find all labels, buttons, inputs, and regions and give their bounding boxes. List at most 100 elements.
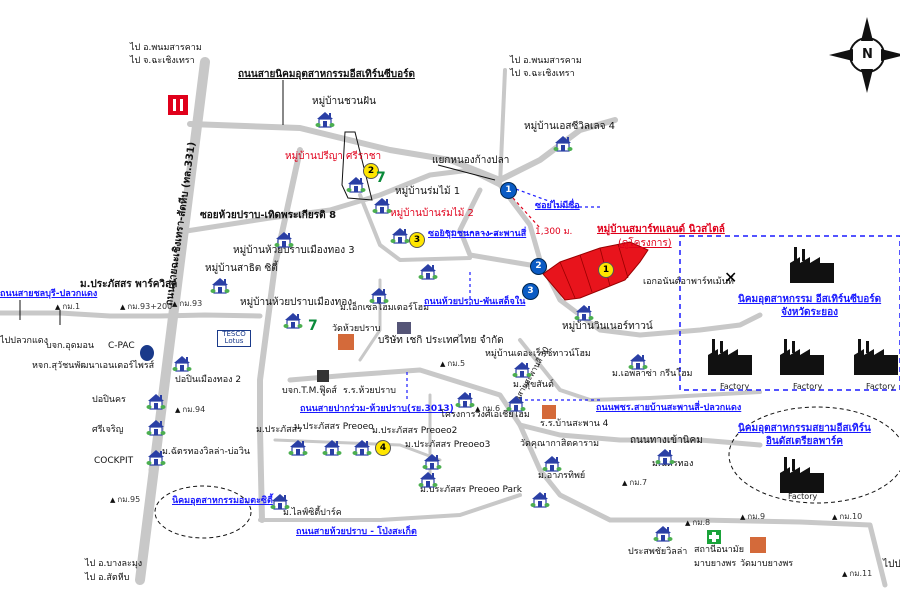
- label-pointer: [437, 164, 496, 181]
- yaek-nong-kang-pla-label: แยกหนองก้างปลา: [432, 155, 510, 166]
- factory-building-icon: [397, 322, 411, 334]
- seven-eleven-icon: 7: [376, 170, 386, 186]
- huai-prap-vertical-road: [257, 147, 303, 523]
- house-icon: [455, 390, 475, 408]
- project-name-label[interactable]: หมู่บ้านสมาร์ทแลนด์ นิวสไตล์: [597, 224, 725, 235]
- soi-huai-prap-road: [177, 167, 503, 235]
- m-athip-label: ม.อาภรทิพย์: [538, 471, 586, 481]
- house-icon: [418, 262, 438, 280]
- km6-marker: กม.6: [475, 402, 500, 415]
- road-huai-prap-pong-label: ถนนสายห้วยปราบ - โป่งสะเก็ต: [296, 527, 417, 537]
- ban-rommai1-label: หมู่บ้านร่มไม้ 1: [395, 186, 461, 197]
- ban-huai-prap-muang-thong3-label: หมู่บ้านห้วยปราบเมืองทอง 3: [233, 245, 355, 256]
- house-icon: [390, 226, 410, 244]
- km94-marker: กม.94: [175, 403, 205, 416]
- ban-esville4-label: หมู่บ้านเอสซีวิลเลจ 4: [524, 121, 615, 132]
- route-arrow-4: [439, 229, 501, 236]
- house-icon: [322, 438, 342, 456]
- sri-charoen-label: ศรีเจริญ: [92, 425, 124, 435]
- road-pluak-daeng-lower-label: ถนนพชร.สายบ้านสะพานสี่-ปลวกแดง: [596, 403, 742, 413]
- to-phanom-left-label: ไป อ.พนมสารคาม: [130, 43, 202, 53]
- soi-chumchon-label: ซอยชุมชนกลาง-สะพานสี่: [428, 229, 527, 239]
- yellow-point-4: 4: [375, 440, 391, 456]
- ban-pinn-muang-thong2-label: ปอปินเมืองทอง 2: [175, 375, 242, 385]
- house-icon: [506, 394, 526, 412]
- km8-marker: กม.8: [685, 516, 710, 529]
- factory-label: Factory: [720, 382, 750, 391]
- house-icon: [146, 448, 166, 466]
- to-sattahip-label: ไป อ.สัตหีบ: [85, 573, 130, 583]
- to-chachoengsao-right-label: ไป จ.ฉะเชิงเทรา: [510, 69, 575, 79]
- inner-loop-road: [358, 193, 472, 262]
- fuel-station-icon: [140, 345, 154, 361]
- bjk-checkthai-label: บริษัท เชกิ ประเทศไทย จำกัด: [378, 335, 504, 346]
- south-road: [517, 422, 888, 588]
- project-view-link[interactable]: (ดูโครงการ): [618, 238, 672, 249]
- project-plot-line: [579, 254, 593, 293]
- factory-icon: [788, 245, 836, 285]
- brand-logo: [168, 95, 188, 115]
- wat-kao-nakorn-label: วัดคุณากาสิตคาราม: [520, 439, 600, 449]
- health-center-label: สถานีอนามัย: [694, 545, 744, 555]
- blue-point-3: 3: [522, 283, 539, 300]
- blue-point-1: 1: [500, 182, 517, 199]
- to-pluak-daeng-label: ถนนสายชลบุรี-ปลวกแดง: [0, 289, 98, 299]
- m-lifeville-label: ม.ไลฟ์ซิตี้ปาร์ค: [283, 508, 342, 518]
- road-313-label: ถนนสายปากร่วม-ห้วยปราบ(รย.3013): [300, 404, 454, 414]
- km11-marker: กม.11: [842, 567, 872, 580]
- soi-chumchon-road: [457, 187, 533, 268]
- factory-label: Factory: [788, 492, 818, 501]
- yellow-point-2: 2: [363, 163, 379, 179]
- distance-label: 1,300 ม.: [535, 227, 573, 237]
- house-icon: [372, 196, 392, 214]
- km93-200-marker: กม.93+200: [120, 300, 172, 313]
- km5-marker: กม.5: [440, 357, 465, 370]
- school-huai-prap-label: ร.ร.ห้วยปราบ: [343, 386, 396, 396]
- blue-point-2: 2: [530, 258, 547, 275]
- to-bang-lamung-label: ไป อ.บางละมุง: [85, 559, 143, 569]
- m-sukhsan-label: ม. สุขสันต์: [513, 380, 554, 390]
- eastern-seaboard-road-label: ถนนสายนิคมอุตสาหกรรมอีสเทิร์นซีบอร์ด: [238, 69, 415, 80]
- north-label: N: [862, 47, 873, 62]
- preeya-plot-outline: [341, 131, 373, 201]
- temple-icon: [542, 405, 556, 419]
- m-prapassorn-preoeo2-label: ม.ประภัสสร Preoeo2: [372, 426, 458, 436]
- health-center-icon: [707, 530, 721, 544]
- house-icon: [553, 134, 573, 152]
- bjk-oudom-label: บจก.อุดมอน: [46, 341, 95, 351]
- eastern-seaboard-zone-border: [679, 235, 900, 391]
- wat-huai-prap-label: วัดห้วยปราบ: [332, 324, 381, 334]
- cpac-label: C-PAC: [108, 341, 135, 351]
- house-icon: [352, 438, 372, 456]
- north-branch-road: [498, 68, 507, 187]
- soi-huai-prap-label: ซอยห้วยปราบ-เทิดพระเกียรติ 8: [200, 210, 337, 221]
- factory-label: Factory: [866, 382, 896, 391]
- distance-route: [512, 197, 541, 229]
- m-chatthong-label: ม.ฉัตรทองวิลล่า-บ่อวิน: [162, 447, 251, 457]
- to-pluak-daeng-text: ถนนสายชลบุรี-ปลวกแดง: [0, 289, 98, 299]
- house-icon: [288, 438, 308, 456]
- to-pluak-daeng-bottom-label: ไปปลวกแดง: [0, 336, 49, 346]
- house-icon: [530, 490, 550, 508]
- ban-huai-prap-muang-thong-label: หมู่บ้านห้วยปราบเมืองทอง: [240, 297, 353, 308]
- siam-eastern-zone-ellipse: [728, 406, 900, 504]
- house-icon: [655, 447, 675, 465]
- local-street-west: [148, 358, 172, 472]
- factory-icon: [778, 337, 826, 377]
- m-prapassorn-preoeo3-label: ม.ประภัสสร Preoeo3: [405, 440, 491, 450]
- project-road: [497, 182, 763, 338]
- m-prapassorn-preoeo-label: ม.ประภัสสร Preoeo: [294, 422, 374, 432]
- house-icon: [418, 470, 438, 488]
- bjk-tm-food-label: บจก.T.M.ฟู๊ดส์: [282, 386, 337, 396]
- temple-icon: [750, 537, 766, 553]
- km10-marker: กม.10: [832, 510, 862, 523]
- pin-nakhon-label: ปอปินคร: [92, 395, 126, 405]
- m-esplaza-label: ม.เอพลาซ่า กรีนโฮม: [612, 369, 693, 379]
- km93-marker: กม.93: [172, 297, 202, 310]
- to-phanom-right-label: ไป อ.พนมสารคาม: [510, 56, 582, 66]
- ban-suan-phan-label: หมู่บ้านชวนฝัน: [312, 96, 376, 107]
- house-icon: [346, 175, 366, 193]
- m-prapassorn-park-label: ม.ประภัสสร Preoeo Park: [420, 485, 522, 495]
- road-huai-prap-phun-label: ถนนห้วยปราบ-พันเสด็จใน: [424, 297, 526, 307]
- m-prapassorn-pv-label: ม.ประภัสสร พาร์ควิลล์: [80, 279, 178, 290]
